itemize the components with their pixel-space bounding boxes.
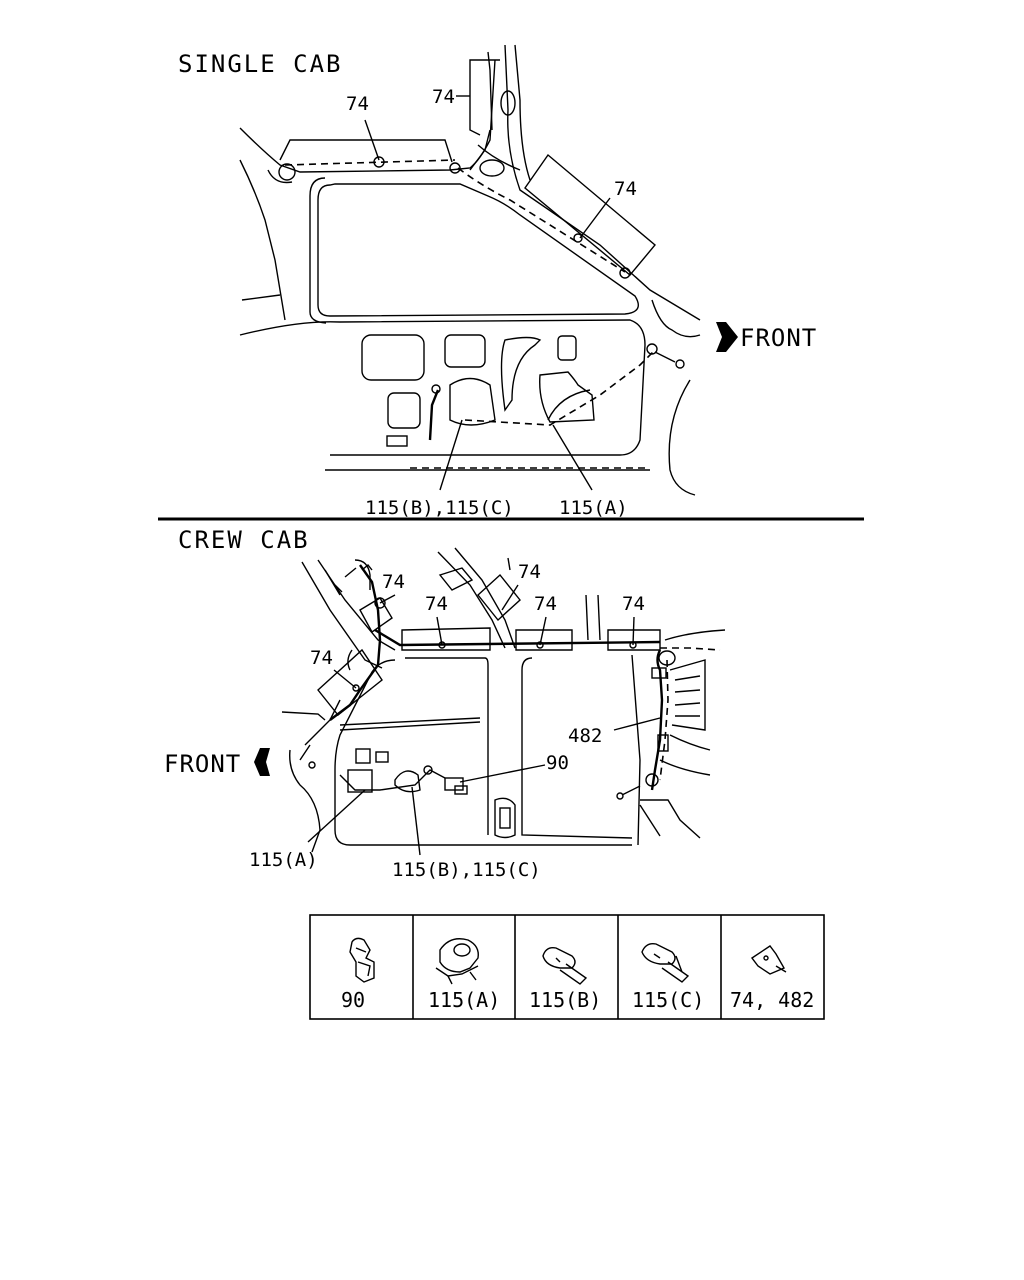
front-arrow-left-icon <box>254 748 270 776</box>
clip-74-482-icon <box>750 945 787 975</box>
clip-90-icon <box>349 937 375 983</box>
legend-cell-115c: 115(C) <box>632 942 704 1012</box>
crew-cab-front-indicator: FRONT <box>164 748 270 778</box>
crew-cab-callout-115bc: 115(B),115(C) <box>392 859 541 881</box>
clip-115b-icon <box>542 946 588 985</box>
legend-label-90: 90 <box>341 988 365 1012</box>
legend-cell-115a: 115(A) <box>428 938 500 1012</box>
single-cab-callout-115bc: 115(B),115(C) <box>365 497 514 519</box>
single-cab-front-indicator: FRONT <box>716 322 817 352</box>
front-arrow-right-icon <box>716 322 738 352</box>
crew-cab-title: CREW CAB <box>178 526 310 554</box>
legend-label-115a: 115(A) <box>428 988 500 1012</box>
single-cab-callout-74-roof: 74 <box>346 93 369 115</box>
single-cab-front-label: FRONT <box>740 324 817 352</box>
crew-cab-callout-74-f: 74 <box>310 647 333 669</box>
crew-cab-front-label: FRONT <box>164 750 241 778</box>
single-cab-title: SINGLE CAB <box>178 50 343 78</box>
legend-label-74-482: 74, 482 <box>730 988 814 1012</box>
crew-cab-callout-482: 482 <box>568 725 602 747</box>
single-cab-callout-74-rear: 74 <box>614 178 637 200</box>
clip-legend-table: 90 115(A) 115(B) <box>309 914 825 1020</box>
clip-115c-icon <box>641 942 690 983</box>
crew-cab-callout-74-a: 74 <box>382 571 405 593</box>
crew-cab-callout-74-e: 74 <box>622 593 645 615</box>
legend-label-115b: 115(B) <box>529 988 601 1012</box>
single-cab-callout-74-pillar: 74 <box>432 86 455 108</box>
legend-cell-74-482: 74, 482 <box>730 945 814 1012</box>
crew-cab-callout-115a: 115(A) <box>249 849 318 871</box>
crew-cab-callout-74-d: 74 <box>534 593 557 615</box>
crew-cab-body-drawing <box>281 547 726 856</box>
legend-cell-115b: 115(B) <box>529 946 601 1012</box>
clip-115a-icon <box>435 938 479 985</box>
single-cab-body-drawing <box>239 44 701 496</box>
crew-cab-section: CREW CAB <box>164 526 726 881</box>
legend-label-115c: 115(C) <box>632 988 704 1012</box>
crew-cab-callout-90: 90 <box>546 752 569 774</box>
crew-cab-callout-74-b: 74 <box>518 561 541 583</box>
crew-cab-callout-74-c: 74 <box>425 593 448 615</box>
single-cab-callout-115a: 115(A) <box>559 497 628 519</box>
single-cab-section: SINGLE CAB <box>178 44 817 519</box>
legend-cell-90: 90 <box>341 937 375 1012</box>
